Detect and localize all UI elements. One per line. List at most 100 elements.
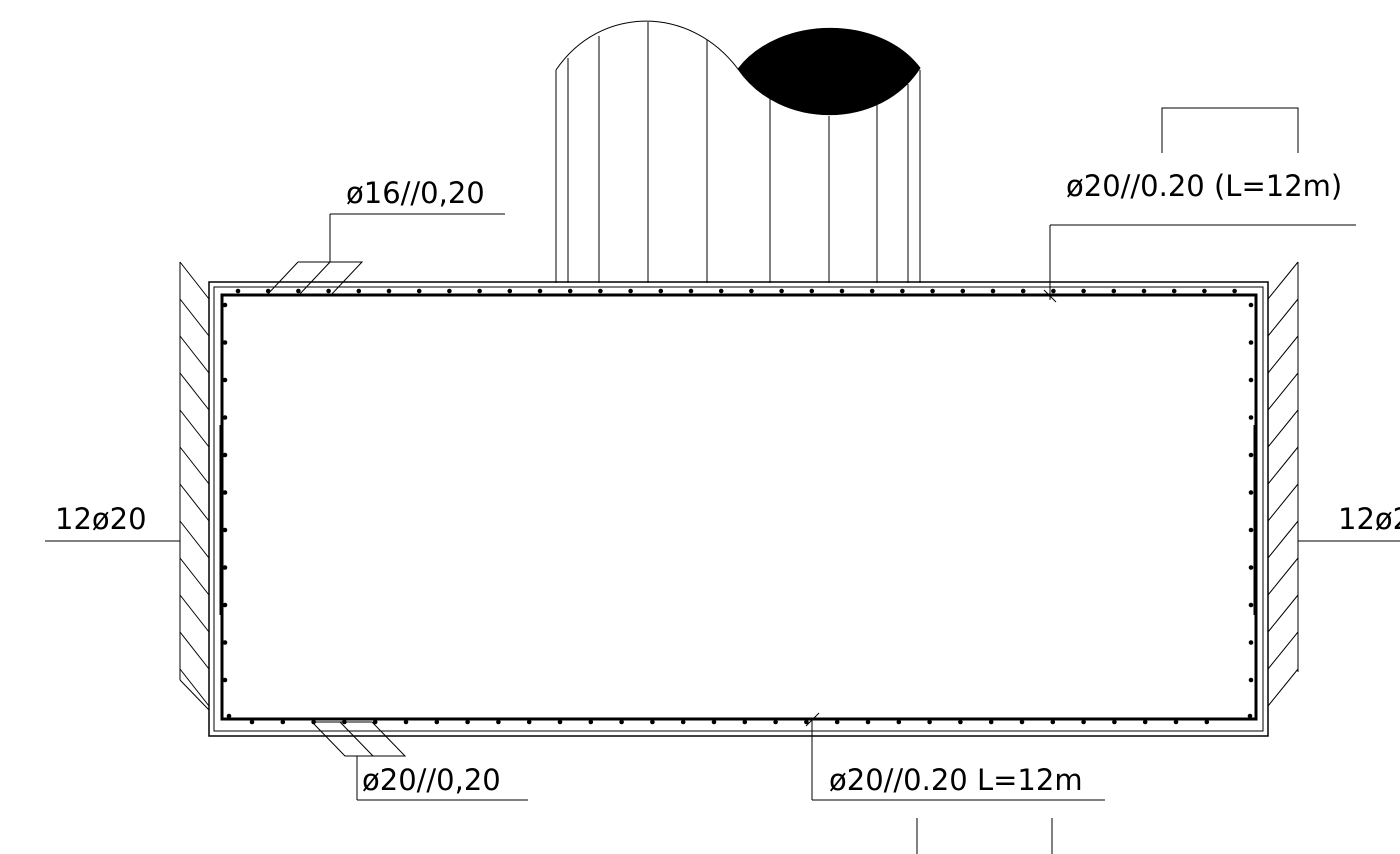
rebar-dot <box>1019 719 1025 725</box>
hatch-stroke <box>1267 335 1299 374</box>
leader-bottom-left: ø20//0,20 <box>311 721 528 801</box>
rebar-dot <box>1248 677 1254 683</box>
rebar-dot <box>386 288 392 294</box>
rebar-dot <box>447 288 452 294</box>
rebar-dot <box>773 719 778 725</box>
hatch-stroke <box>1267 372 1299 411</box>
hatch-stroke <box>1267 631 1299 670</box>
rebar-dot <box>416 288 422 294</box>
rebar-dots-top <box>235 288 1237 294</box>
rebar-dot <box>222 340 228 345</box>
rebar-dot <box>280 719 286 725</box>
pipe-column <box>555 20 921 283</box>
rebar-dots-bottom <box>226 713 1253 725</box>
rebar-dot <box>296 288 301 294</box>
rebar-dot <box>1202 288 1207 294</box>
rebar-dot <box>711 719 717 725</box>
hatch-stroke <box>179 446 210 485</box>
hatch-stroke <box>1267 557 1299 596</box>
rebar-dot <box>1081 288 1086 294</box>
hatch-stroke <box>179 668 210 707</box>
rebar-dot <box>1248 377 1254 383</box>
hatch-stroke <box>179 631 210 670</box>
rebar-dot <box>839 288 845 294</box>
rebar-dot <box>235 288 241 294</box>
rebar-dot <box>222 452 228 458</box>
rebar-dot <box>628 288 633 294</box>
label-bottom-right: ø20//0.20 L=12m <box>829 763 1083 797</box>
soil-hatch-right <box>1267 261 1299 707</box>
soil-hatch-left <box>179 261 210 711</box>
label-left: 12ø20 <box>55 502 147 536</box>
rebar-dot <box>222 565 228 570</box>
rebar-dot <box>1081 719 1086 725</box>
rebar-dot <box>465 719 470 725</box>
hatch-stroke <box>179 409 210 448</box>
hatch-stroke <box>1267 298 1299 337</box>
rebar-dot <box>222 490 228 495</box>
hatch-stroke <box>1267 409 1299 448</box>
rebar-dot <box>869 288 875 294</box>
rebar-dot <box>1111 288 1117 294</box>
rebar-dot <box>1248 565 1254 570</box>
rebar-dot <box>1248 340 1254 345</box>
rebar-dot <box>372 719 378 725</box>
rebar-dot <box>526 719 532 725</box>
rebar-dot <box>1248 415 1254 420</box>
rebar-dot <box>1248 640 1254 645</box>
label-bottom-left: ø20//0,20 <box>362 763 501 797</box>
rebar-dot <box>1141 288 1147 294</box>
rebar-dot <box>779 288 784 294</box>
rebar-dot <box>988 719 994 725</box>
hatch-stroke <box>179 372 210 411</box>
leader-top-right: ø20//0.20 (L=12m) <box>1043 107 1356 303</box>
rebar-dot <box>718 288 724 294</box>
hatch-stroke <box>179 483 210 522</box>
rebar-dot <box>958 719 963 725</box>
rebar-dot <box>222 677 228 683</box>
rebar-dot <box>222 602 228 608</box>
hatch-stroke <box>1267 446 1299 485</box>
rebar-dot <box>1247 713 1253 719</box>
rebar-stirrup <box>220 293 1258 721</box>
rebar-dot <box>927 719 932 725</box>
rebar-dot <box>1248 490 1254 495</box>
hatch-stroke <box>179 520 210 559</box>
rebar-dot <box>1248 452 1254 458</box>
rebar-dot <box>1051 288 1056 294</box>
rebar-dot <box>1248 527 1254 533</box>
rebar-dot <box>619 719 624 725</box>
hatch-stroke <box>1267 483 1299 522</box>
hatch-stroke <box>179 679 210 711</box>
rebar-dot <box>222 640 228 645</box>
label-top-right: ø20//0.20 (L=12m) <box>1066 169 1342 203</box>
rebar-dot <box>249 719 255 725</box>
rebar-dot <box>960 288 966 294</box>
pipe-break-left <box>555 20 739 71</box>
leader-left: 12ø20 <box>45 502 180 542</box>
rebar-dot <box>809 288 815 294</box>
rebar-dot <box>496 719 501 725</box>
hatch-stroke <box>179 557 210 596</box>
rebar-dot <box>930 288 935 294</box>
rebar-dot <box>865 719 871 725</box>
rebar-dot <box>1248 302 1254 308</box>
rebar-dot <box>1020 288 1026 294</box>
hatch-stroke <box>179 261 210 300</box>
rebar-dot <box>588 719 594 725</box>
hatch-stroke <box>1267 594 1299 633</box>
hatch-stroke <box>179 298 210 337</box>
rebar-dot <box>598 288 603 294</box>
rebar-dot <box>804 719 809 725</box>
hatch-stroke <box>1267 668 1299 707</box>
rebar-dot <box>1173 719 1179 725</box>
rebar-dot <box>1171 288 1177 294</box>
rebar-dot <box>650 719 655 725</box>
rebar-dot <box>1112 719 1117 725</box>
rebar-dot <box>742 719 748 725</box>
hatch-stroke <box>179 594 210 633</box>
rebar-dot <box>1232 288 1237 294</box>
rebar-dot <box>557 719 563 725</box>
rebar-dot <box>1050 719 1056 725</box>
leader-top-left: ø16//0,20 <box>264 176 505 297</box>
